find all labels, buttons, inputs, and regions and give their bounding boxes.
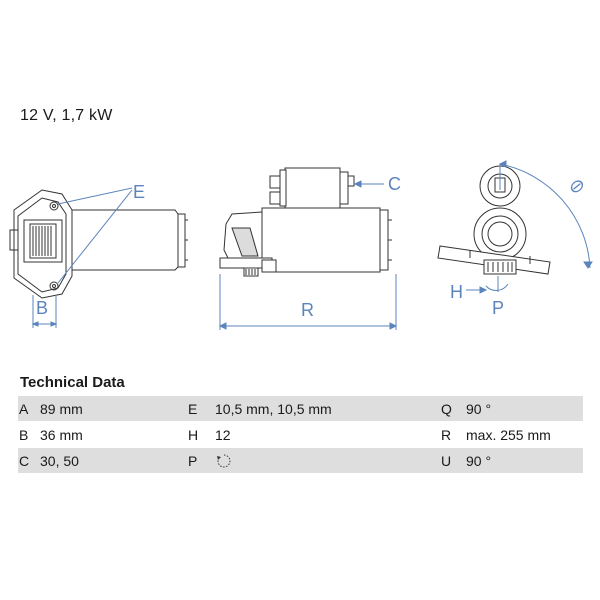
row-key: P [188, 447, 215, 474]
label-C: C [388, 174, 401, 194]
table-row: B 36 mm H 12 R max. 255 mm [18, 421, 583, 448]
dimension-R [218, 274, 398, 330]
dimension-B [31, 295, 58, 328]
row-value: 10,5 mm, 10,5 mm [215, 396, 441, 422]
label-H: H [450, 282, 463, 302]
row-key: E [188, 396, 215, 422]
row-value [215, 447, 441, 474]
left-view [9, 187, 188, 299]
technical-data-table: A 89 mm E 10,5 mm, 10,5 mm Q 90 ° B 36 m… [18, 396, 583, 474]
voltage-power-spec: 12 V, 1,7 kW [20, 107, 113, 124]
right-view [437, 165, 551, 275]
row-value: 90 ° [466, 447, 583, 474]
clockwise-rotation-icon [217, 454, 231, 468]
row-key: B [18, 421, 40, 448]
table-row: A 89 mm E 10,5 mm, 10,5 mm Q 90 ° [18, 396, 583, 422]
row-value: 89 mm [40, 396, 188, 422]
row-value: 12 [215, 421, 441, 448]
row-value: max. 255 mm [466, 421, 583, 448]
marker-H-P [466, 276, 509, 294]
row-value: 90 ° [466, 396, 583, 422]
row-key: H [188, 421, 215, 448]
row-value: 36 mm [40, 421, 188, 448]
label-Q: ⊘ [568, 176, 584, 196]
leader-C [353, 180, 384, 188]
table-row: C 30, 50 P U 90 ° [18, 447, 583, 474]
angle-Q [498, 160, 593, 269]
middle-view [219, 167, 392, 277]
label-B: B [36, 298, 48, 318]
label-P: P [492, 298, 504, 318]
row-key: Q [441, 396, 466, 422]
row-key: A [18, 396, 40, 422]
row-value: 30, 50 [40, 447, 188, 474]
row-key: C [18, 447, 40, 474]
row-key: U [441, 447, 466, 474]
row-key: R [441, 421, 466, 448]
label-E: E [133, 182, 145, 202]
label-R: R [301, 300, 314, 320]
section-title: Technical Data [20, 374, 125, 391]
starter-motor-drawing: E B C [9, 160, 593, 330]
